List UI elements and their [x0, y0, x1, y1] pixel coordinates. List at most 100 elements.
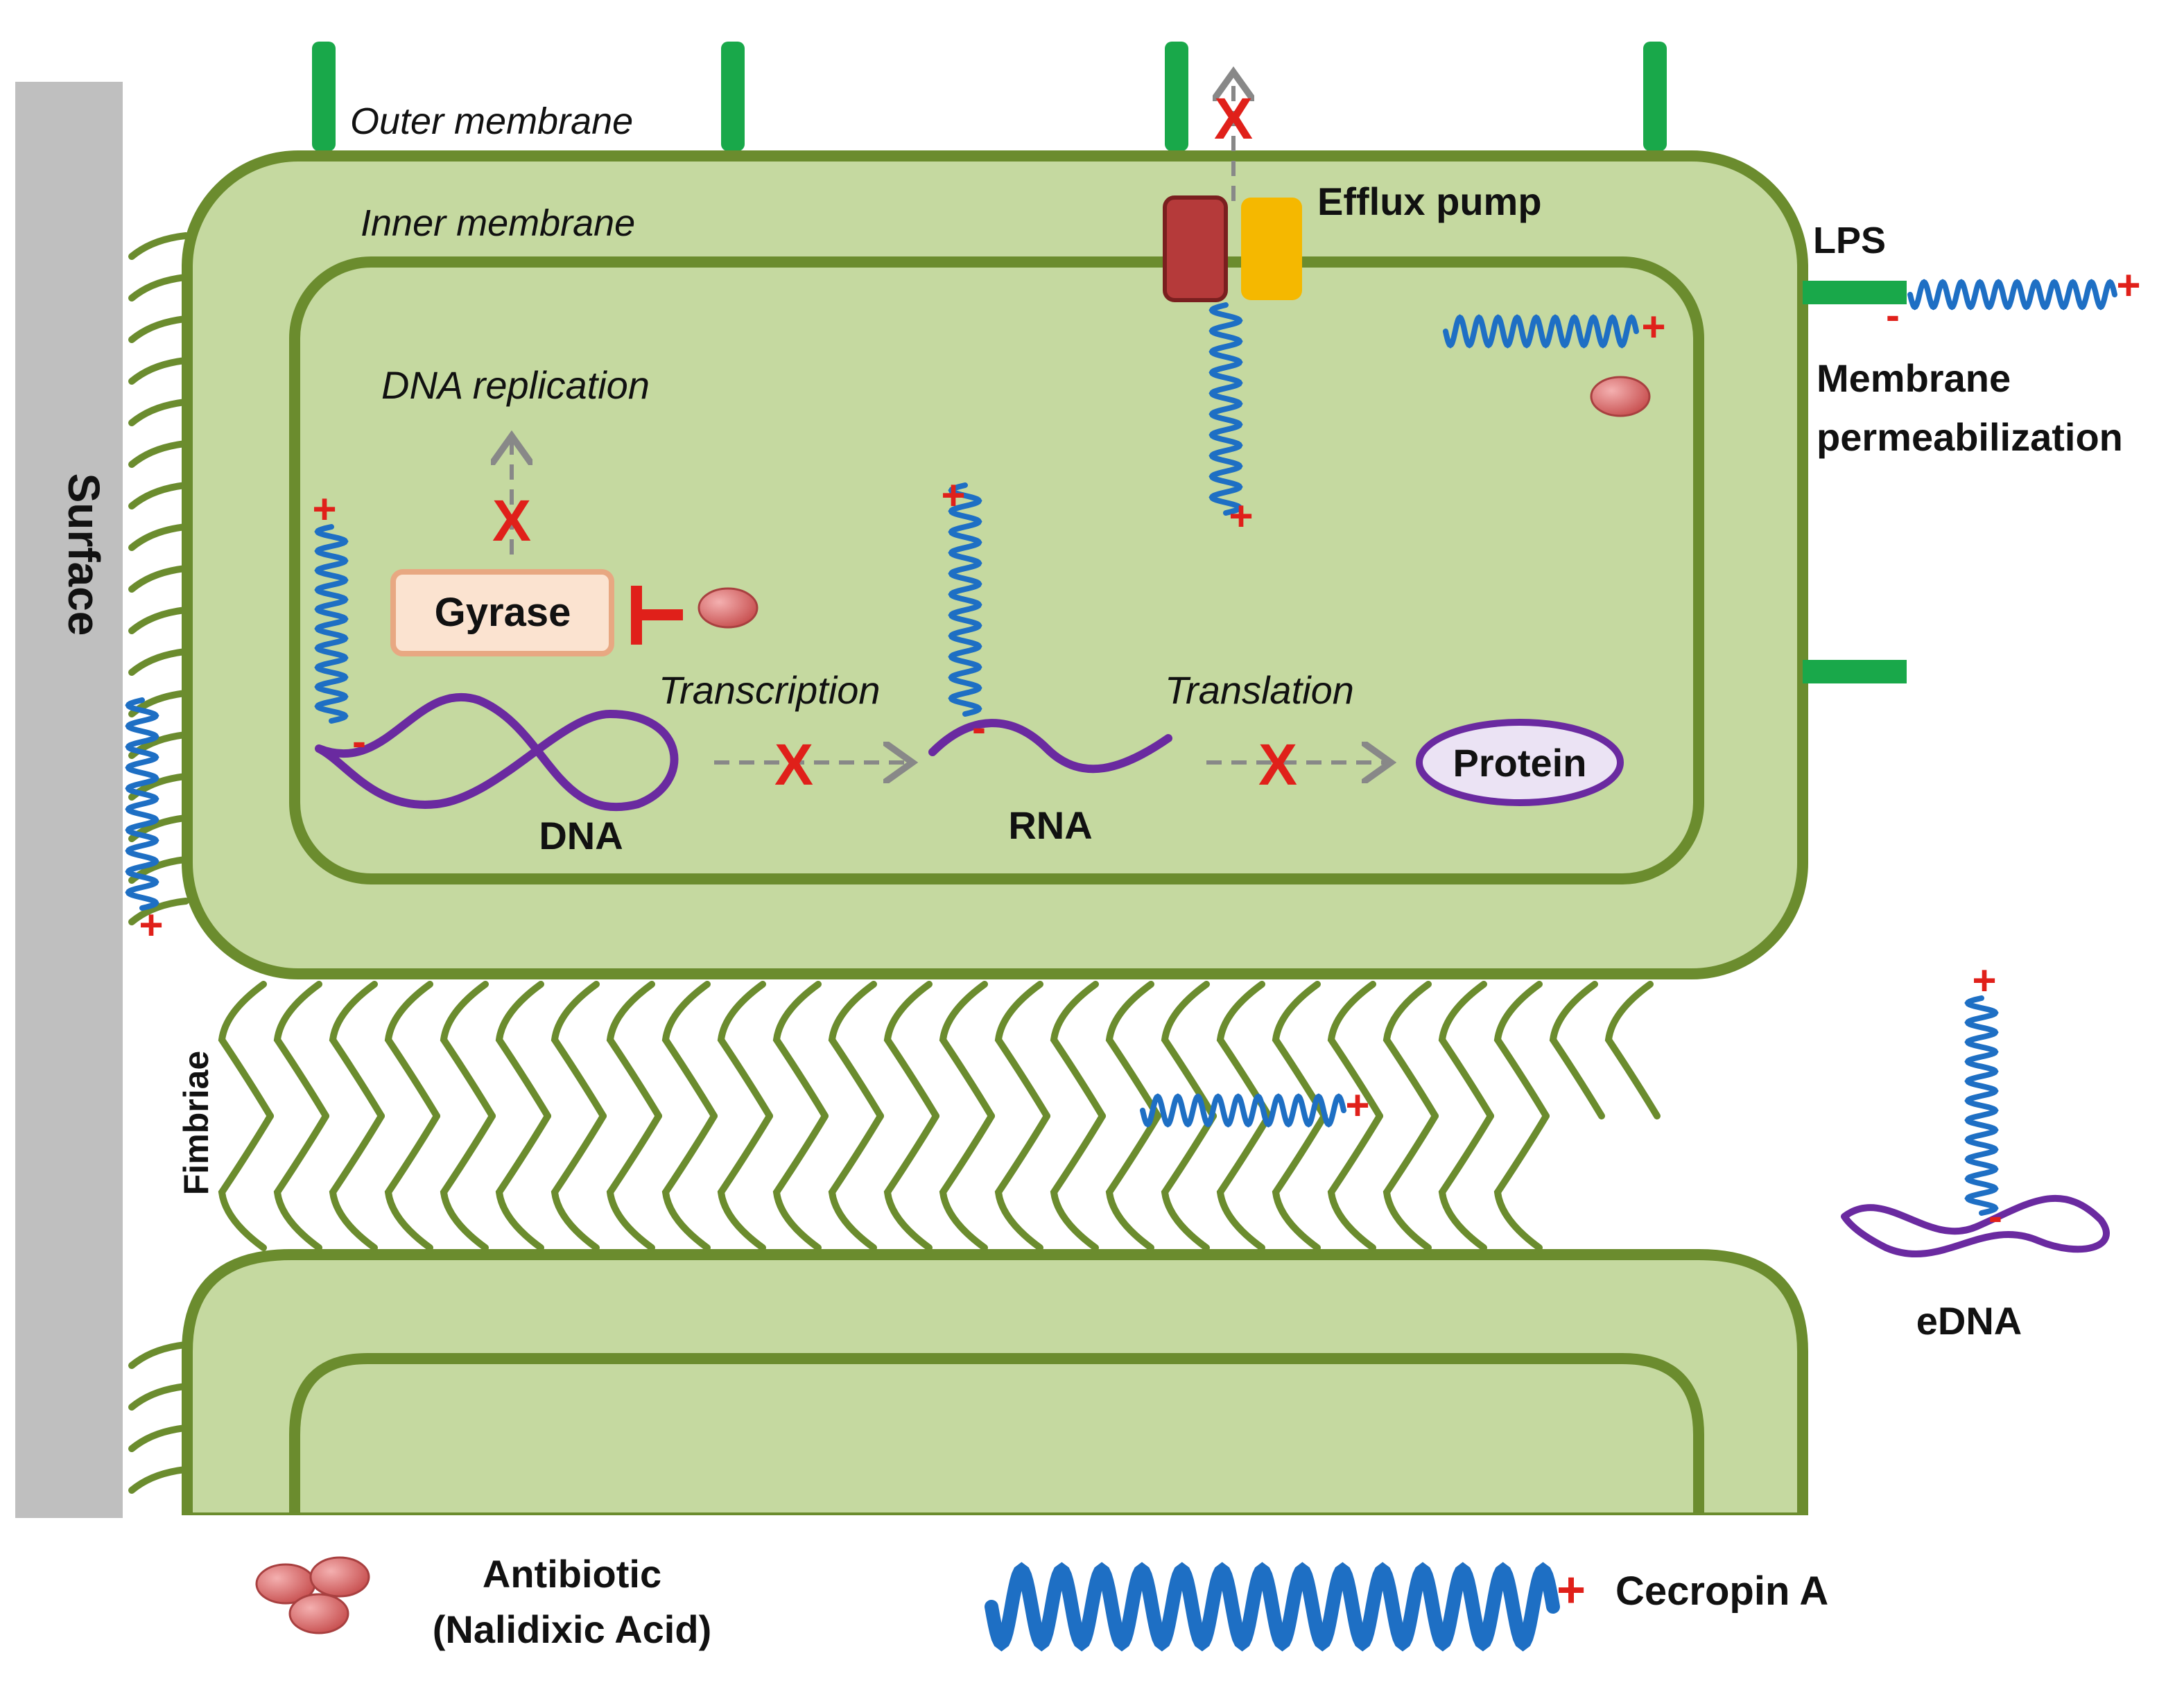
fimbria-strand — [772, 981, 829, 1119]
fimbria-strand — [384, 981, 440, 1119]
fimbria-strand — [939, 1113, 995, 1251]
cecropin-helix — [314, 524, 349, 724]
fimbria-strand — [1105, 1113, 1161, 1251]
dna-molecule — [315, 692, 679, 812]
membrane-permeabilization-line1: Membrane — [1817, 356, 2011, 400]
dna-label: DNA — [539, 814, 623, 857]
charge-signs: + - + - + + + - + + + - + — [139, 262, 2140, 1618]
plus-sign: + — [312, 486, 336, 532]
fimbriae-left-lower — [128, 1341, 189, 1494]
fimbria-strand — [1161, 981, 1217, 1119]
cecropin-helix — [985, 1562, 1560, 1652]
edna-label: eDNA — [1916, 1299, 2022, 1343]
fimbria-strand — [273, 1113, 329, 1251]
fimbria-strand — [329, 981, 385, 1119]
fimbria-strand — [828, 1113, 884, 1251]
gyrase-box: Gyrase — [390, 569, 614, 656]
outer-membrane-porins — [312, 42, 1667, 151]
fimbria-strand — [883, 981, 939, 1119]
antibiotic-legend-label-1: Antibiotic — [483, 1552, 661, 1596]
fimbria-strand — [1216, 1113, 1272, 1251]
fimbria-strand — [606, 981, 662, 1119]
fimbria-strand — [994, 1113, 1050, 1251]
dna-replication-label: DNA replication — [381, 363, 650, 407]
cecropin-helices — [125, 279, 2117, 1652]
minus-sign: - — [1886, 292, 1900, 338]
fimbria-strand — [717, 981, 773, 1119]
antibiotic-legend-icon — [255, 1556, 370, 1634]
cecropin-helix — [1964, 995, 1999, 1216]
fimbria-strand — [1438, 1113, 1494, 1251]
surface-wall: Surface — [15, 82, 123, 1518]
fimbria-strand — [551, 1113, 607, 1251]
transcription-label: Transcription — [659, 668, 881, 712]
protein-label: Protein — [1453, 741, 1587, 785]
fimbria-strand — [1438, 981, 1494, 1119]
translation-label: Translation — [1165, 668, 1354, 712]
antibiotic-molecules — [697, 376, 1651, 629]
lower-bacterial-cell — [180, 1249, 1810, 1536]
protein-oval: Protein — [1416, 719, 1624, 806]
fimbria-strand — [1161, 1113, 1217, 1251]
fimbria-strand — [1604, 981, 1661, 1119]
fimbria-strand — [606, 1113, 662, 1251]
inner-membrane-label: Inner membrane — [361, 202, 635, 244]
plus-sign: + — [2116, 262, 2140, 308]
fimbria-strand — [939, 981, 995, 1119]
fimbriae-between-cells — [218, 981, 1661, 1251]
fimbria-strand — [661, 1113, 718, 1251]
bacterial-cell — [182, 150, 1808, 979]
plus-sign: + — [941, 472, 965, 518]
fimbria-strand — [440, 1113, 496, 1251]
gyrase-label: Gyrase — [435, 590, 571, 635]
inhibit-x-icon: X — [774, 732, 813, 797]
cecropin-helix — [948, 482, 982, 717]
cecropin-helix — [1208, 302, 1243, 516]
plus-sign: + — [1641, 304, 1665, 350]
fimbria-strand — [1272, 1113, 1328, 1251]
fimbria-strand — [551, 981, 607, 1119]
minus-sign: - — [352, 718, 366, 765]
edna-molecule — [1841, 1194, 2110, 1258]
fimbria-strand — [717, 1113, 773, 1251]
fimbria-strand — [1050, 1113, 1106, 1251]
lps-label: LPS — [1813, 220, 1886, 261]
cecropin-helix — [1443, 314, 1639, 349]
fimbria-strand — [1327, 1113, 1383, 1251]
inhibit-x-icon: X — [1214, 86, 1253, 151]
fimbriae-label: Fimbriae — [177, 1051, 216, 1195]
rna-label: RNA — [1008, 803, 1092, 847]
fimbria-strand — [440, 981, 496, 1119]
fimbria-strand — [661, 981, 718, 1119]
cecropin-helix — [125, 697, 159, 911]
fimbria-strand — [329, 1113, 385, 1251]
minus-sign: - — [972, 704, 986, 751]
lps-bar — [1803, 281, 1907, 304]
fimbria-strand — [218, 981, 274, 1119]
surface-label: Surface — [59, 473, 109, 636]
fimbria-strand — [1493, 1113, 1550, 1251]
efflux-pump-label: Efflux pump — [1317, 180, 1542, 223]
fimbria-strand — [1327, 981, 1383, 1119]
inhibit-x-icon: X — [1258, 732, 1297, 797]
fimbria-strand — [1549, 981, 1605, 1119]
membrane-permeabilization-line2: permeabilization — [1817, 415, 2123, 459]
fimbria-strand — [495, 981, 551, 1119]
cecropin-helix — [1907, 279, 2117, 311]
fimbria-strand — [1493, 981, 1550, 1119]
fimbria-strand — [772, 1113, 829, 1251]
legend: Antibiotic (Nalidixic Acid) Cecropin A — [255, 1552, 1828, 1651]
fimbria-strand — [828, 981, 884, 1119]
fimbria-strand — [218, 1113, 274, 1251]
efflux-pump: X — [1163, 76, 1302, 302]
cecropin-helix — [1140, 1093, 1346, 1128]
fimbria-strand — [273, 981, 329, 1119]
plus-sign: + — [1345, 1082, 1369, 1128]
minus-sign: - — [1988, 1193, 2002, 1239]
fimbria-strand — [994, 981, 1050, 1119]
plus-sign: + — [139, 902, 163, 948]
porin-right — [1803, 660, 1907, 683]
fimbria-strand — [495, 1113, 551, 1251]
inhibit-x-icon: X — [492, 488, 531, 553]
plus-sign: + — [1557, 1562, 1586, 1618]
